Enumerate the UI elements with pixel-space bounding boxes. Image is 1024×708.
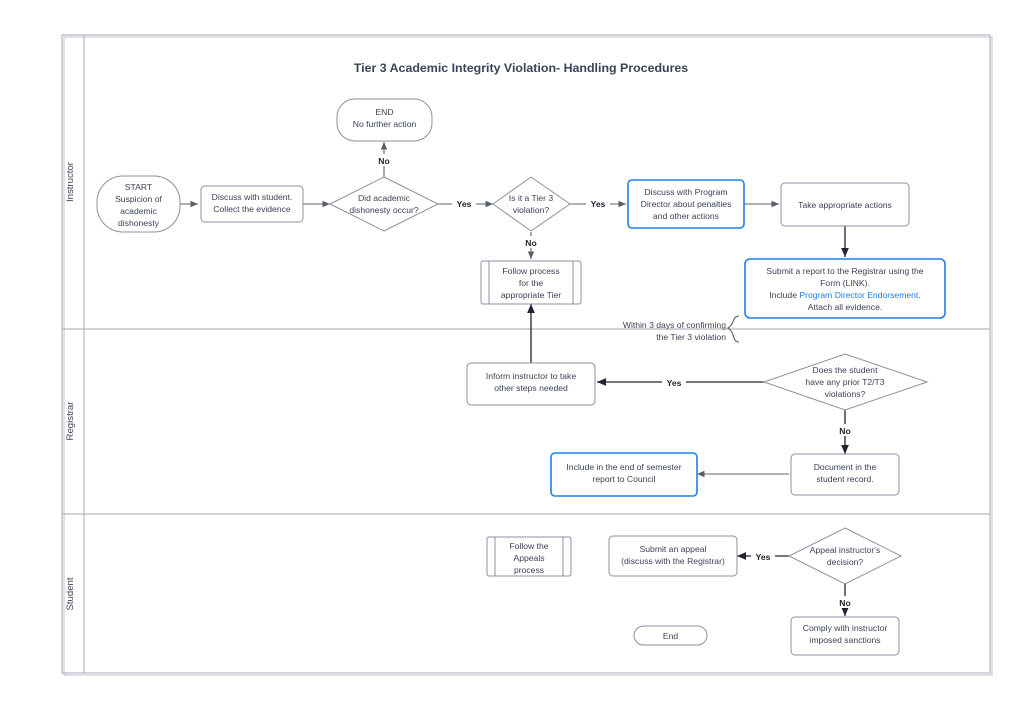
node-inform-line-0: Inform instructor to take — [486, 371, 576, 381]
node-document-student-record[interactable]: Document in the student record. — [790, 453, 900, 496]
node-submit-report-line-0: Submit a report to the Registrar using t… — [766, 266, 923, 276]
edge-label-yes-tier3: Yes — [591, 199, 606, 209]
node-prior-t2-t3-violations[interactable]: Does the student have any prior T2/T3 vi… — [762, 353, 929, 411]
swimlane-frame — [61, 34, 993, 676]
node-discuss-with-program-director[interactable]: Discuss with Program Director about pena… — [627, 179, 745, 229]
node-start[interactable]: START Suspicion of academic dishonesty — [96, 175, 181, 233]
annotation-line-0: Within 3 days of confirming — [623, 320, 726, 330]
program-director-endorsement-link[interactable]: Program Director Endorsement. — [799, 290, 920, 300]
node-appeal-line-1: decision? — [827, 557, 864, 567]
node-is-tier3-line-1: violation? — [513, 205, 550, 215]
node-prior-line-1: have any prior T2/T3 — [805, 377, 884, 387]
node-submit-report-line-2: Include Program Director Endorsement. — [769, 290, 920, 300]
annotation-within-3-days: Within 3 days of confirming the Tier 3 v… — [623, 320, 726, 342]
node-follow-process-line-2: appropriate Tier — [501, 290, 561, 300]
node-is-it-a-tier3-violation[interactable]: Is it a Tier 3 violation? — [492, 176, 571, 232]
node-pd-line-1: Director about penalties — [641, 199, 732, 209]
node-did-dishonesty-line-0: Did academic — [358, 193, 411, 203]
node-did-academic-dishonesty-occur[interactable]: Did academic dishonesty occur? — [328, 176, 440, 232]
edge-label-yes-prior: Yes — [667, 378, 682, 388]
node-pd-line-2: and other actions — [653, 211, 719, 221]
node-end-line-0: END — [375, 107, 393, 117]
node-comply-with-sanctions[interactable]: Comply with instructor imposed sanctions — [790, 616, 900, 656]
node-appeal-line-0: Appeal instructor's — [810, 545, 880, 555]
node-end-student-line-0: End — [663, 631, 679, 641]
node-submit-report-prefix: Include — [769, 290, 799, 300]
node-submit-report-line-3: Attach all evidence. — [808, 302, 883, 312]
node-start-line-0: START — [125, 182, 153, 192]
lane-label-registrar: Registrar — [65, 401, 76, 441]
lane-label-instructor: Instructor — [65, 161, 76, 202]
node-start-line-3: dishonesty — [118, 218, 160, 228]
lane-label-student: Student — [65, 577, 76, 610]
node-prior-line-0: Does the student — [813, 365, 879, 375]
node-start-line-2: academic — [120, 206, 157, 216]
node-follow-process-line-0: Follow process — [502, 266, 559, 276]
node-inform-line-1: other steps needed — [494, 383, 568, 393]
node-submit-appeal-line-0: Submit an appeal — [640, 544, 707, 554]
node-discuss-line-0: Discuss with student. — [212, 192, 293, 202]
node-discuss-line-1: Collect the evidence — [213, 204, 291, 214]
node-discuss-with-student[interactable]: Discuss with student. Collect the eviden… — [200, 185, 304, 223]
edge-label-no-tier3: No — [525, 238, 536, 248]
edge-label-no-dishonesty: No — [378, 156, 389, 166]
edge-label-yes-dishonesty: Yes — [457, 199, 472, 209]
node-did-dishonesty-line-1: dishonesty occur? — [349, 205, 418, 215]
node-follow-process-appropriate-tier[interactable]: Follow process for the appropriate Tier — [480, 260, 582, 305]
node-submit-report-to-registrar[interactable]: Submit a report to the Registrar using t… — [744, 258, 946, 319]
node-include-report-line-1: report to Council — [592, 474, 655, 484]
node-follow-process-line-1: for the — [519, 278, 544, 288]
node-comply-line-1: imposed sanctions — [809, 635, 880, 645]
node-follow-appeals-line-2: process — [514, 565, 544, 575]
node-include-end-of-semester-report[interactable]: Include in the end of semester report to… — [550, 452, 698, 497]
edge-label-yes-appeal: Yes — [756, 552, 771, 562]
node-pd-line-0: Discuss with Program — [644, 187, 727, 197]
node-document-line-0: Document in the — [814, 462, 877, 472]
edge-label-no-appeal: No — [839, 598, 850, 608]
node-submit-appeal-line-1: (discuss with the Registrar) — [621, 556, 725, 566]
node-follow-appeals-line-0: Follow the — [509, 541, 548, 551]
node-submit-report-line-1: Form (LINK). — [820, 278, 870, 288]
node-submit-an-appeal[interactable]: Submit an appeal (discuss with the Regis… — [608, 535, 738, 577]
node-follow-appeals-process[interactable]: Follow the Appeals process — [486, 536, 572, 577]
node-end-line-1: No further action — [353, 119, 417, 129]
annotation-brace — [726, 315, 740, 343]
edge-label-no-prior: No — [839, 426, 850, 436]
edge-labels: No Yes No Yes Yes No Yes No — [374, 154, 855, 608]
page-title: Tier 3 Academic Integrity Violation- Han… — [354, 61, 689, 75]
node-take-actions-line-0: Take appropriate actions — [798, 200, 892, 210]
node-appeal-instructor-decision[interactable]: Appeal instructor's decision? — [787, 527, 903, 585]
node-take-appropriate-actions[interactable]: Take appropriate actions — [780, 182, 910, 227]
node-is-tier3-line-0: Is it a Tier 3 — [509, 193, 554, 203]
node-follow-appeals-line-1: Appeals — [513, 553, 544, 563]
node-include-report-line-0: Include in the end of semester — [566, 462, 681, 472]
annotation-line-1: the Tier 3 violation — [656, 332, 726, 342]
node-end-student[interactable]: End — [633, 625, 708, 646]
node-prior-line-2: violations? — [825, 389, 866, 399]
node-start-line-1: Suspicion of — [115, 194, 162, 204]
node-document-line-1: student record. — [816, 474, 873, 484]
node-end-no-further-action[interactable]: END No further action — [336, 98, 433, 142]
node-inform-instructor[interactable]: Inform instructor to take other steps ne… — [466, 362, 596, 406]
node-comply-line-0: Comply with instructor — [803, 623, 888, 633]
